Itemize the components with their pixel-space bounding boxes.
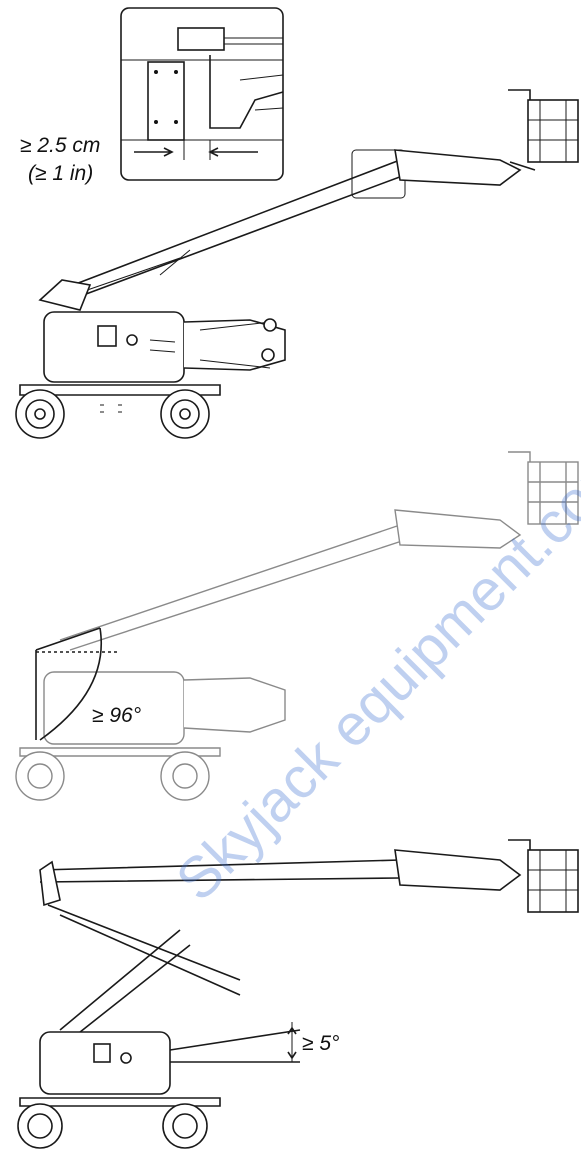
main-boom-3 [39,859,401,883]
detail-inset [120,7,284,181]
gap-imperial-label: (≥ 1 in) [28,162,93,185]
angle-arc-96 [39,627,102,741]
angle-96-label: ≥ 96° [92,704,141,727]
boom-reference-line [35,627,101,651]
riser-arm [59,929,191,1041]
main-boom [59,159,406,301]
lift-diagram-3: ≥ 5° [17,839,579,1149]
wheels [15,389,210,439]
platform-basket-2 [508,451,579,525]
tilt-surface-line [169,1029,301,1051]
platform-basket-3 [508,839,579,913]
watermark-text: Skyjack equipment.com [164,434,581,913]
gap-metric-label: ≥ 2.5 cm [20,134,100,157]
angle-5-label: ≥ 5° [302,1032,339,1055]
chassis [19,279,286,396]
platform-basket [508,89,579,171]
jib-arm [394,149,522,186]
lift-diagram-1: ≥ 2.5 cm (≥ 1 in) [15,7,579,439]
main-boom-2 [59,524,406,651]
lift-diagram-2: ≥ 96° [15,451,579,801]
